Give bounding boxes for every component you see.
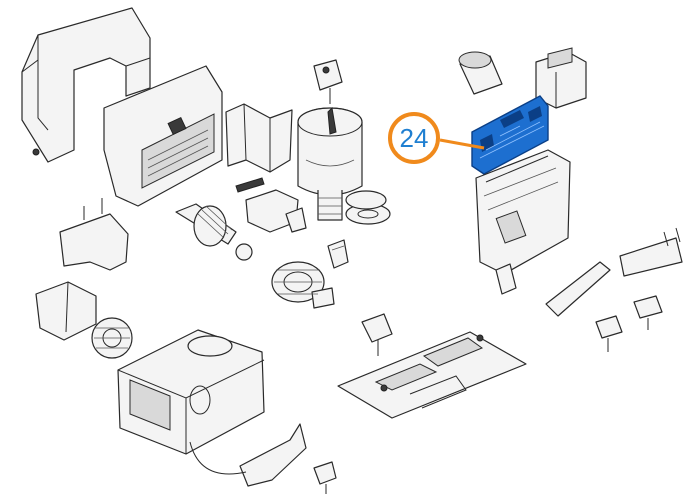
- worm-gear[interactable]: [175, 203, 253, 261]
- callout-leader: [439, 138, 485, 150]
- release-bolt[interactable]: [361, 313, 393, 356]
- wire-bracket[interactable]: [59, 198, 129, 271]
- limit-switch[interactable]: [235, 177, 307, 233]
- pinion[interactable]: [91, 317, 133, 359]
- control-board[interactable]: [471, 95, 549, 175]
- gear-housing[interactable]: [117, 329, 265, 455]
- motor-capacitor[interactable]: [458, 51, 503, 95]
- front-cover[interactable]: [103, 65, 223, 207]
- intermediate-gear[interactable]: [271, 261, 335, 309]
- pinion-cover[interactable]: [35, 281, 97, 341]
- motor[interactable]: [297, 106, 363, 221]
- transformer[interactable]: [535, 47, 587, 109]
- board-bracket-plate[interactable]: [475, 149, 571, 295]
- plug-cable[interactable]: [313, 59, 343, 104]
- anchor-bolts[interactable]: [595, 295, 663, 352]
- callout-24[interactable]: 24: [388, 112, 440, 164]
- callout-ring: [388, 112, 440, 164]
- motor-spacers[interactable]: [345, 190, 391, 225]
- callout-number: 24: [400, 123, 429, 153]
- mounting-bracket[interactable]: [225, 103, 293, 173]
- terminal-block[interactable]: [327, 239, 349, 269]
- side-cover[interactable]: [189, 423, 307, 487]
- magnet-bracket[interactable]: [545, 227, 683, 317]
- small-screw[interactable]: [313, 461, 337, 494]
- base-plate[interactable]: [337, 331, 527, 419]
- cover-housing[interactable]: [21, 7, 151, 163]
